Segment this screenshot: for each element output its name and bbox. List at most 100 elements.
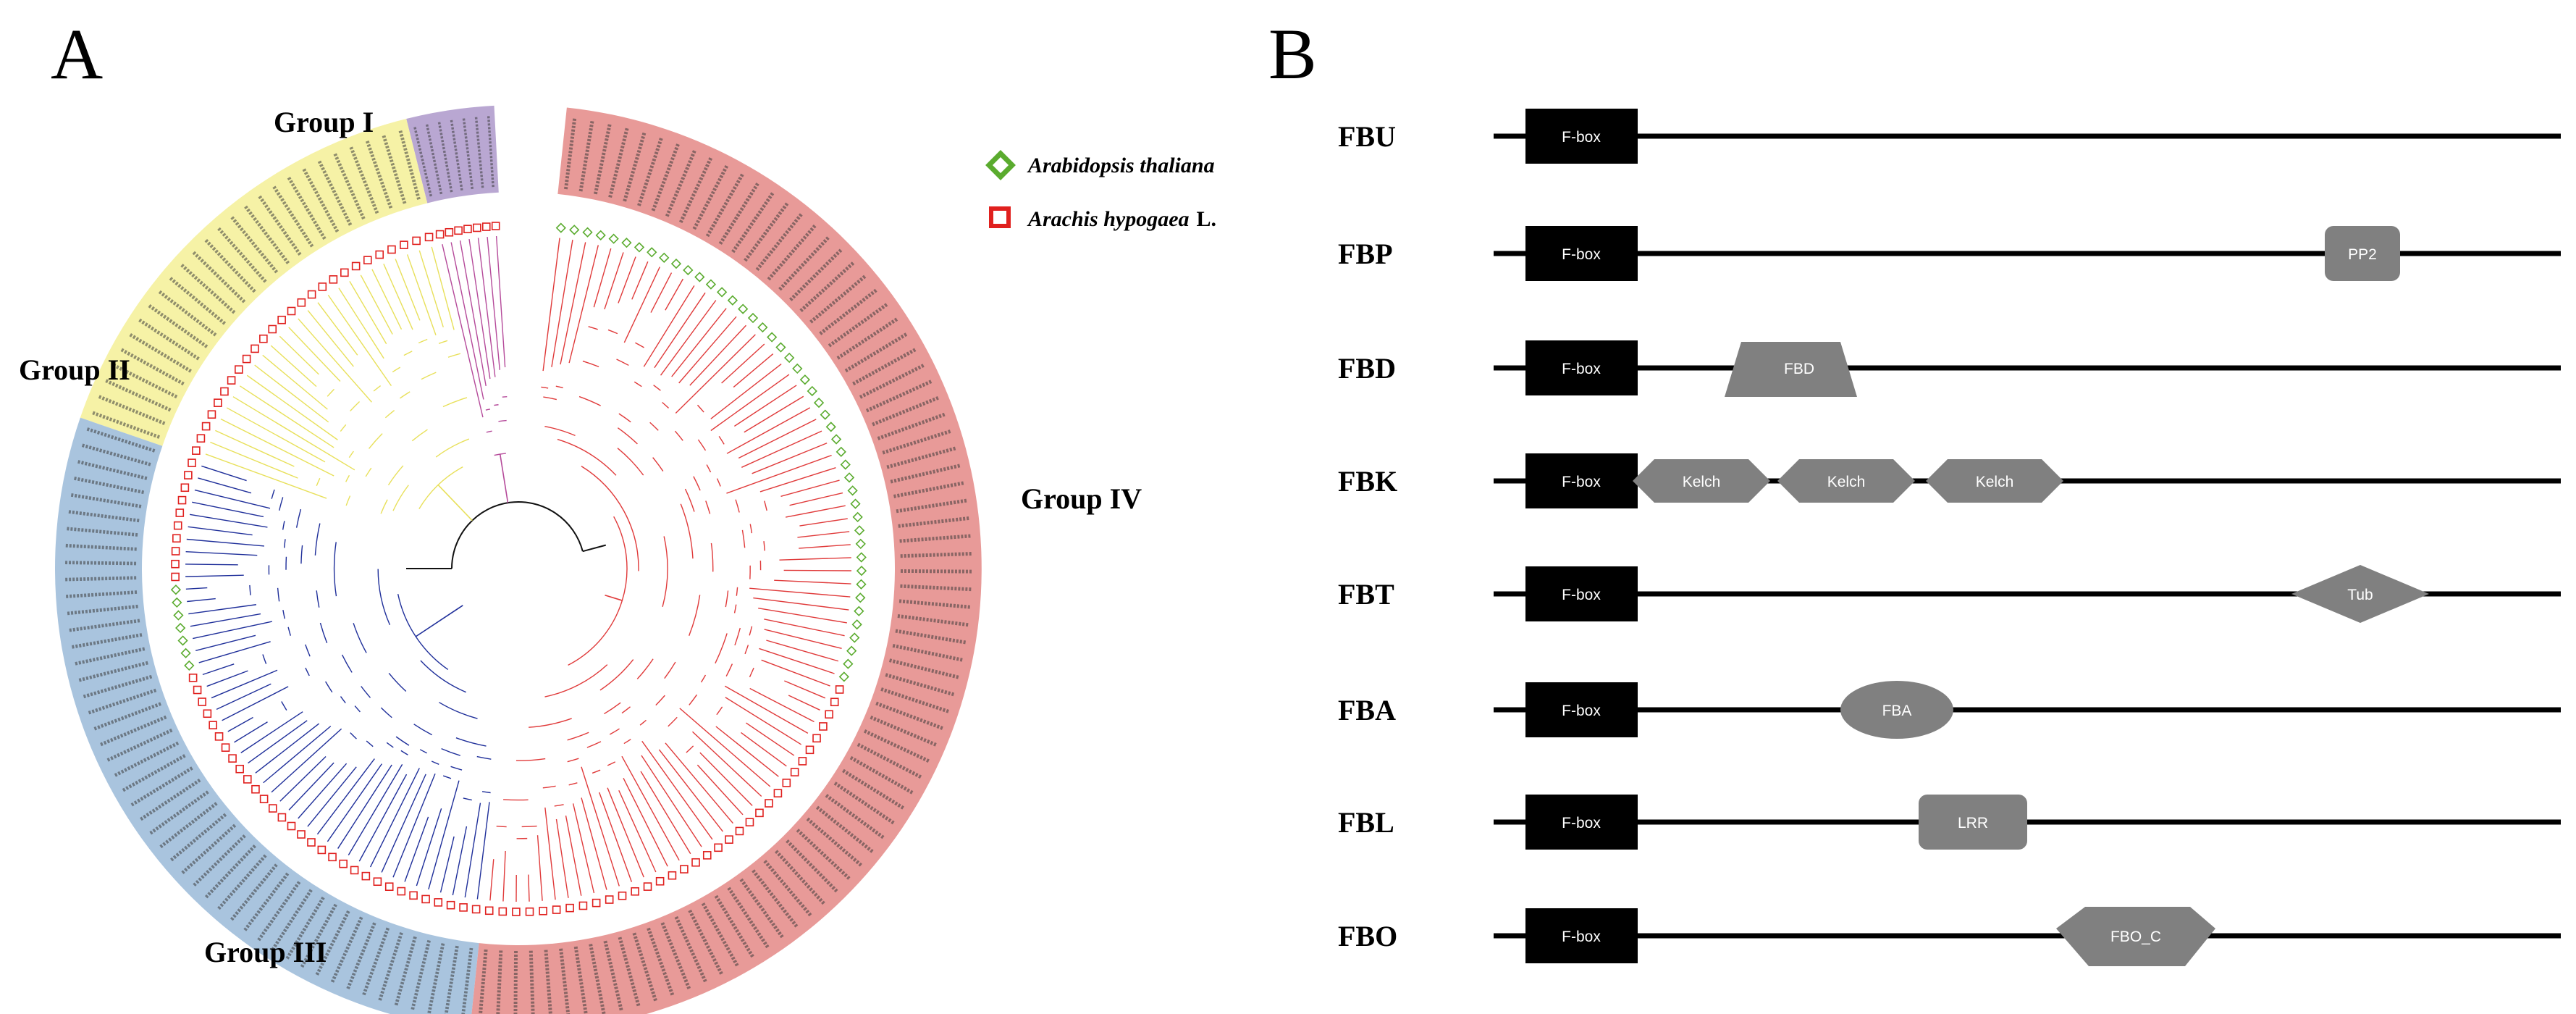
tree-branch [617,427,638,445]
tree-branch [529,718,572,728]
tree-branch [604,702,621,715]
tree-branch [674,430,683,441]
leaf-label-mark [849,755,915,795]
leaf-square-icon [228,754,237,763]
tree-branch [282,521,285,530]
leaf-square-icon [193,685,202,695]
leaf-label-mark [647,927,675,997]
leaf-label-mark [85,427,156,453]
tree-branch [190,613,261,627]
tree-branch [185,563,238,566]
tree-branch [337,764,392,849]
panel-b-letter: B [1268,14,1317,94]
row-label: FBK [1338,465,1397,498]
fbox-domain [1525,453,1638,508]
tree-branch [327,388,334,397]
tree-branch [388,673,407,692]
leaf-label-mark [301,167,340,233]
leaf-label-mark [890,463,962,484]
leaf-label-mark [863,729,931,763]
leaf-label-mark [727,887,770,950]
tree-branch [697,439,707,451]
tree-branch [189,514,268,528]
domain-label: PP2 [2348,246,2377,263]
leaf-square-icon [259,795,269,803]
tree-branch [572,803,595,894]
tree-branch [605,594,623,601]
tree-branch [696,764,744,816]
leaf-square-icon [702,851,712,860]
tree-branch [599,792,633,882]
tree-branch [716,706,723,716]
leaf-diamond-icon [683,264,694,276]
leaf-square-icon [277,813,287,822]
tree-branch [741,529,746,548]
row-label: FBP [1338,238,1393,270]
leaf-square-icon [351,261,361,271]
tree-branch [788,695,820,711]
leaf-label-mark [426,943,445,1014]
leaf-diamond-icon [582,227,593,238]
leaf-square-icon [446,900,455,910]
leaf-square-icon [512,908,521,916]
tree-branch [220,418,334,477]
leaf-label-mark [243,872,290,933]
tree-branch [319,622,328,643]
tree-branch [340,424,347,432]
leaf-square-icon [297,830,306,839]
leaf-square-icon [424,232,434,242]
tree-branch [636,658,654,679]
tree-branch [185,587,208,590]
tree-branch [494,404,499,406]
tree-branch [447,353,461,358]
tree-branch [271,728,342,793]
leaf-label-mark [593,122,612,195]
fbox-domain [1525,795,1638,850]
tree-branch [489,859,494,901]
tree-branch [476,755,492,760]
tree-branch [715,726,779,777]
tree-branch [369,768,420,868]
leaf-label-mark [191,834,246,888]
tree-branch [623,777,668,867]
tree-branch [799,544,851,549]
tree-branch [565,815,582,896]
tree-branch [764,619,845,637]
tree-branch [749,587,851,598]
leaf-diamond-icon [825,422,836,432]
tree-branch [692,731,762,797]
tree-branch [486,430,492,433]
leaf-diamond-icon [595,230,606,240]
leaf-square-icon [409,891,418,900]
tree-branch [435,438,470,458]
leaf-label-mark [856,742,923,779]
leaf-label-mark [752,869,799,929]
fbox-label: F-box [1562,815,1601,831]
leaf-square-icon [214,732,224,741]
leaf-label-mark [637,136,664,206]
tree-branch [468,238,491,380]
leaf-label-mark [578,119,594,192]
tree-branch [485,408,491,411]
tree-branch [744,645,749,655]
leaf-label-mark [316,159,353,226]
leaf-label-mark [896,498,969,514]
leaf-label-mark [285,896,325,961]
leaf-square-icon [387,245,396,254]
tree-branch [724,685,809,734]
leaf-square-icon [552,905,561,914]
leaf-diamond-icon [855,592,866,603]
domain-label: Kelch [1683,474,1721,490]
tree-branch [536,835,543,901]
tree-branch [392,485,409,511]
tree-branch [205,453,327,499]
leaf-square-icon [384,882,394,891]
tree-branch [649,422,659,431]
tree-branch [686,745,694,753]
tree-branch [705,500,711,514]
legend-label-arachis: Arachis hypogaea [1027,207,1190,231]
leaf-diamond-icon [843,658,854,669]
leaf-diamond-icon [840,459,851,470]
